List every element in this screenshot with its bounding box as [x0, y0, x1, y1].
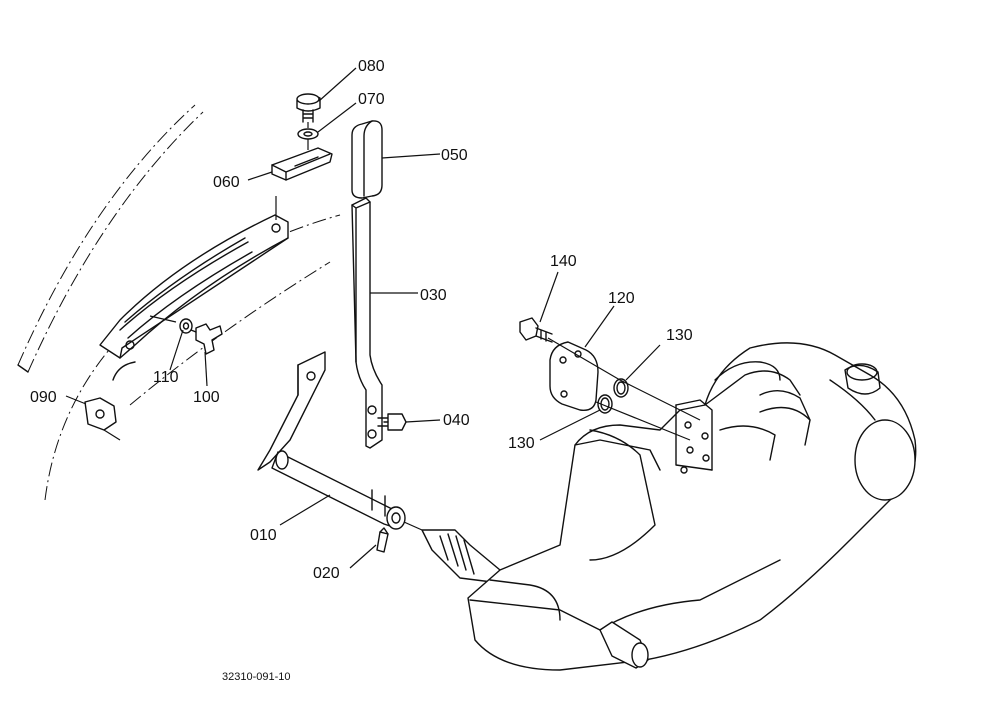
- part-label: 130: [508, 435, 535, 452]
- part-label: 030: [420, 287, 447, 304]
- part-label: 120: [608, 290, 635, 307]
- part-label: 020: [313, 565, 340, 582]
- lever-030: [351, 197, 383, 449]
- part-label: 090: [30, 389, 57, 406]
- part-label: 070: [358, 91, 385, 108]
- bolt-040: [377, 413, 407, 431]
- part-label: 100: [193, 389, 220, 406]
- callout-leaders: [65, 67, 661, 569]
- bolt-080: [296, 93, 321, 123]
- part-label: 060: [213, 174, 240, 191]
- document-id: 32310-091-10: [222, 671, 291, 683]
- part-label: 080: [358, 58, 385, 75]
- assembly-axes: [103, 122, 701, 531]
- knob-050: [351, 120, 383, 199]
- transmission-housing: [467, 342, 917, 671]
- part-label: 050: [441, 147, 468, 164]
- washer-110: [179, 318, 193, 334]
- part-label: 130: [666, 327, 693, 344]
- part-label: 010: [250, 527, 277, 544]
- input-shaft: [421, 529, 501, 583]
- part-label: 110: [153, 369, 179, 386]
- part-label: 140: [550, 253, 577, 270]
- nut-090: [84, 397, 117, 431]
- fender-outline: [17, 104, 341, 501]
- bolt-140: [519, 317, 553, 343]
- shaft-010: [271, 450, 406, 530]
- pin-020: [376, 527, 389, 553]
- part-label: 040: [443, 412, 470, 429]
- o-ring-130-lower: [597, 394, 613, 414]
- o-ring-130-upper: [613, 378, 629, 398]
- bracket-010: [257, 351, 326, 471]
- part-labels: 080 070 050 060 030 140 120 130 110 100 …: [30, 58, 693, 683]
- cover-plate-120: [549, 341, 599, 411]
- washer-070: [297, 128, 319, 140]
- lever-guide-plate: [99, 214, 289, 381]
- plate-060: [271, 147, 333, 181]
